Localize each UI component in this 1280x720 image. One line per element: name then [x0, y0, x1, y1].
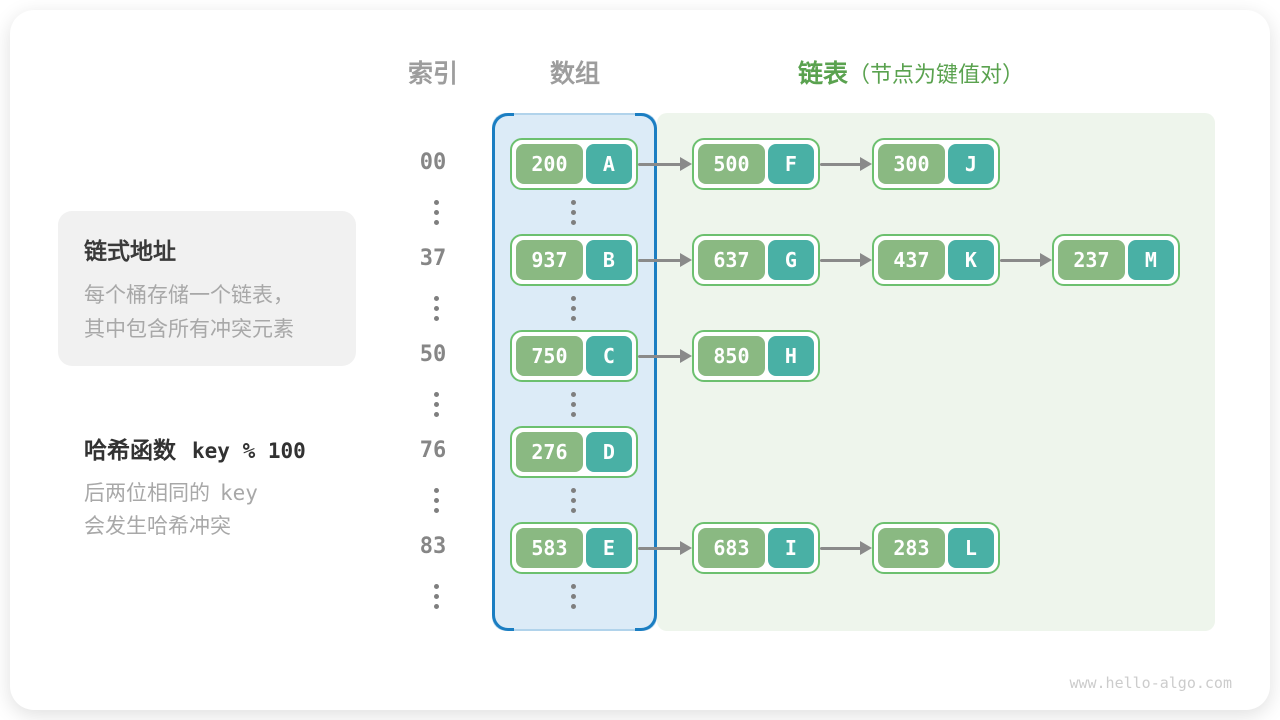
next-pointer-arrow: [638, 253, 692, 267]
hash-node: 276 D: [510, 426, 638, 478]
hash-node: 683 I: [692, 522, 820, 574]
bucket-index: 37: [419, 246, 447, 271]
node-value-cell: M: [1127, 240, 1174, 280]
hash-function-title: 哈希函数: [84, 437, 176, 463]
node-value-cell: F: [767, 144, 814, 184]
ellipsis-dots: [571, 584, 576, 609]
node-value-cell: I: [767, 528, 814, 568]
bucket-index: 83: [419, 534, 447, 559]
callout-line-2: 其中包含所有冲突元素: [84, 318, 294, 341]
ellipsis-dots: [434, 584, 439, 609]
ellipsis-dots: [434, 200, 439, 225]
hash-note-key-code: key: [220, 481, 258, 505]
callout-title: 链式地址: [84, 238, 176, 264]
callout-line-1: 每个桶存储一个链表，: [84, 284, 294, 307]
hash-node: 850 H: [692, 330, 820, 382]
ellipsis-dots: [434, 296, 439, 321]
next-pointer-arrow: [820, 541, 872, 555]
list-header-label: 链表: [798, 60, 849, 88]
hash-node: 237 M: [1052, 234, 1180, 286]
diagram-card: 索引 数组 链表 （节点为键值对） 链式地址 每个桶存储一个链表， 其中包含所有…: [10, 10, 1270, 710]
ellipsis-dots: [571, 392, 576, 417]
node-value-cell: G: [767, 240, 814, 280]
list-header-note: （节点为键值对）: [848, 62, 1025, 87]
node-value-cell: E: [585, 528, 632, 568]
next-pointer-arrow: [638, 541, 692, 555]
bucket-index: 00: [419, 150, 447, 175]
hash-node: 300 J: [872, 138, 1000, 190]
node-value-cell: J: [947, 144, 994, 184]
watermark: www.hello-algo.com: [1069, 674, 1232, 692]
column-header-list: 链表 （节点为键值对）: [798, 54, 1024, 90]
hash-node: 937 B: [510, 234, 638, 286]
callout-box: 链式地址 每个桶存储一个链表， 其中包含所有冲突元素: [58, 211, 356, 366]
column-header-index: 索引: [407, 60, 458, 88]
hash-node: 750 C: [510, 330, 638, 382]
next-pointer-arrow: [820, 253, 872, 267]
next-pointer-arrow: [1000, 253, 1052, 267]
node-key-cell: 637: [698, 240, 765, 280]
hash-node: 200 A: [510, 138, 638, 190]
node-value-cell: H: [767, 336, 814, 376]
node-key-cell: 850: [698, 336, 765, 376]
node-value-cell: B: [585, 240, 632, 280]
hash-node: 583 E: [510, 522, 638, 574]
node-key-cell: 283: [878, 528, 945, 568]
node-key-cell: 276: [516, 432, 583, 472]
ellipsis-dots: [434, 392, 439, 417]
node-key-cell: 437: [878, 240, 945, 280]
node-value-cell: A: [585, 144, 632, 184]
ellipsis-dots: [571, 296, 576, 321]
hash-formula: key % 100: [192, 439, 306, 463]
hash-node: 437 K: [872, 234, 1000, 286]
node-key-cell: 300: [878, 144, 945, 184]
hash-note-line-2: 会发生哈希冲突: [84, 515, 231, 538]
column-header-array: 数组: [549, 60, 600, 88]
node-value-cell: L: [947, 528, 994, 568]
ellipsis-dots: [571, 488, 576, 513]
next-pointer-arrow: [638, 157, 692, 171]
node-key-cell: 237: [1058, 240, 1125, 280]
hash-node: 637 G: [692, 234, 820, 286]
node-key-cell: 750: [516, 336, 583, 376]
node-value-cell: D: [585, 432, 632, 472]
node-key-cell: 200: [516, 144, 583, 184]
node-key-cell: 500: [698, 144, 765, 184]
node-value-cell: C: [585, 336, 632, 376]
next-pointer-arrow: [820, 157, 872, 171]
bucket-index: 50: [419, 342, 447, 367]
node-key-cell: 583: [516, 528, 583, 568]
ellipsis-dots: [571, 200, 576, 225]
hash-node: 500 F: [692, 138, 820, 190]
hash-node: 283 L: [872, 522, 1000, 574]
node-key-cell: 683: [698, 528, 765, 568]
node-value-cell: K: [947, 240, 994, 280]
node-key-cell: 937: [516, 240, 583, 280]
bucket-index: 76: [419, 438, 447, 463]
next-pointer-arrow: [638, 349, 692, 363]
ellipsis-dots: [434, 488, 439, 513]
